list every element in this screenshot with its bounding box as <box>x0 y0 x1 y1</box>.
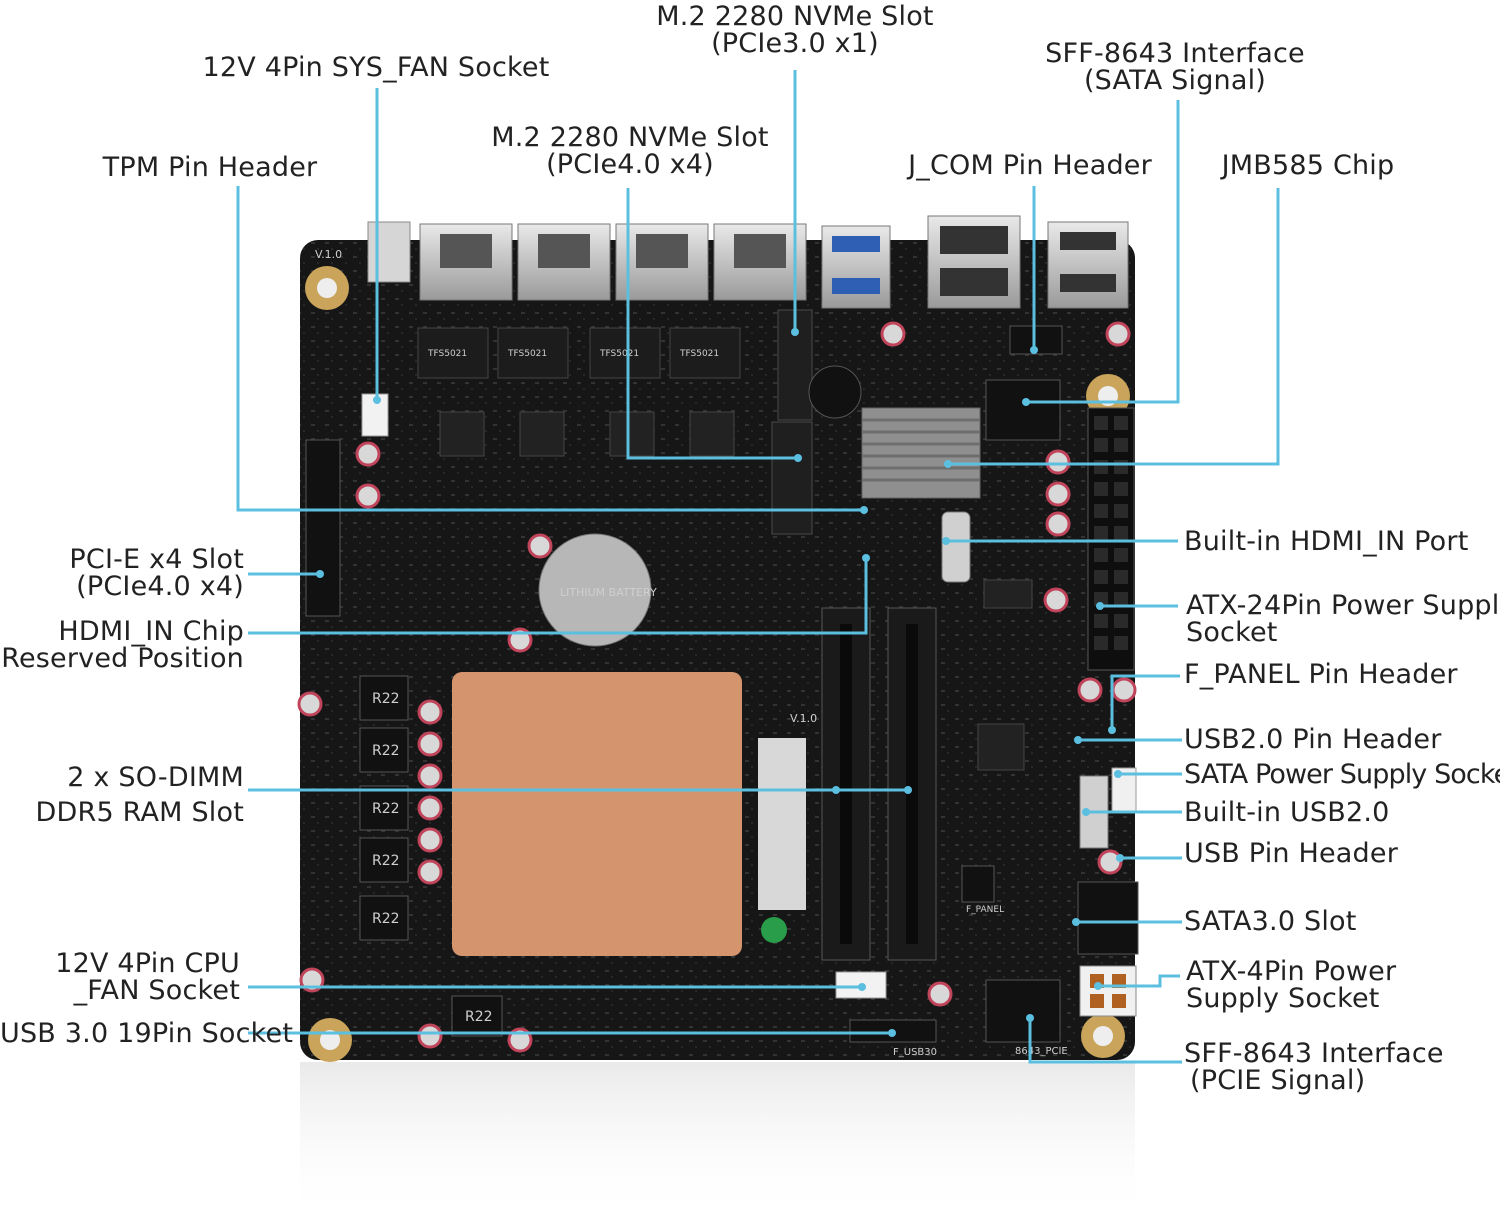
m2-slot-pcie4 <box>771 421 813 535</box>
pcie-x4-slot <box>305 439 341 617</box>
label-m2-pcie3: M.2 2280 NVMe Slot(PCIe3.0 x1) <box>656 1 934 59</box>
buzzer <box>808 365 862 419</box>
atx4-connector <box>1079 965 1137 1017</box>
capacitors <box>297 321 1137 1053</box>
leader-jmb585 <box>948 188 1280 466</box>
leader-sff-pcie <box>1028 1018 1182 1064</box>
label-usb3-socket: USB 3.0 19Pin Socket <box>0 1018 294 1049</box>
leader-endpoints <box>316 328 1124 1037</box>
label-cpu-fan: 12V 4Pin CPU_FAN Socket <box>55 948 240 1006</box>
leader-fpanel <box>1110 674 1180 730</box>
lan-chip-label: TFS5021 <box>427 349 467 359</box>
sff8643-sata-connector <box>985 379 1061 441</box>
jmb585-heatsink <box>861 407 981 499</box>
label-fpanel: F_PANEL Pin Header <box>1184 659 1458 690</box>
label-hdmi-port: Built-in HDMI_IN Port <box>1184 526 1469 557</box>
lan-transformers: TFS5021 TFS5021 TFS5021 TFS5021 <box>417 327 741 379</box>
label-sata3: SATA3.0 Slot <box>1184 906 1357 937</box>
audio-jack <box>367 221 411 283</box>
svg-text:F_PANEL: F_PANEL <box>966 905 1004 915</box>
leader-tpm <box>236 186 864 512</box>
svg-text:R22: R22 <box>372 911 400 927</box>
vrm-inductors: R22 R22 R22 R22 R22 R22 <box>359 675 503 1037</box>
label-jcom: J_COM Pin Header <box>908 150 1152 181</box>
svg-text:V.1.0: V.1.0 <box>790 712 817 725</box>
svg-text:R22: R22 <box>372 853 400 869</box>
label-jmb585: JMB585 Chip <box>1221 150 1395 181</box>
leader-hdmi-chip <box>248 558 868 635</box>
rj45-ports <box>419 223 807 301</box>
svg-text:8643_PCIE: 8643_PCIE <box>1015 1046 1068 1057</box>
svg-text:R22: R22 <box>372 691 400 707</box>
svg-text:LITHIUM BATTERY: LITHIUM BATTERY <box>560 586 657 599</box>
board-reflection <box>300 1062 1135 1222</box>
leader-sff-sata <box>1026 100 1180 404</box>
fpanel-pins <box>961 865 995 903</box>
cpu-heatspreader <box>452 672 742 956</box>
jcom-pins <box>1009 325 1063 355</box>
label-pcie-slot: PCI-E x4 Slot(PCIe4.0 x4) <box>69 544 244 602</box>
svg-text:R22: R22 <box>372 743 400 759</box>
sticker <box>758 738 806 910</box>
svg-text:TFS5021: TFS5021 <box>679 349 719 359</box>
label-m2-pcie4: M.2 2280 NVMe Slot(PCIe4.0 x4) <box>491 122 769 180</box>
svg-text:R22: R22 <box>465 1009 493 1025</box>
label-sata-power: SATA Power Supply Socket <box>1184 759 1500 790</box>
leader-m2-pcie4 <box>626 188 798 460</box>
svg-text:F_USB30: F_USB30 <box>893 1047 937 1058</box>
label-sff-sata: SFF-8643 Interface(SATA Signal) <box>1045 38 1305 96</box>
sff8643-pcie-connector <box>985 979 1061 1043</box>
hdmi-in-port <box>941 511 971 583</box>
svg-text:R22: R22 <box>372 801 400 817</box>
svg-text:TFS5021: TFS5021 <box>507 349 547 359</box>
svg-text:TFS5021: TFS5021 <box>599 349 639 359</box>
label-tpm: TPM Pin Header <box>102 152 318 183</box>
sata3-slot <box>1077 881 1139 955</box>
label-usb-header: USB Pin Header <box>1184 838 1399 869</box>
board-version: V.1.0 <box>315 248 342 261</box>
label-sys-fan: 12V 4Pin SYS_FAN Socket <box>202 52 550 83</box>
cmos-battery <box>538 533 652 647</box>
label-sff-pcie: SFF-8643 Interface(PCIE Signal) <box>1184 1038 1444 1096</box>
leader-atx4 <box>1098 974 1180 988</box>
label-usb2-header: USB2.0 Pin Header <box>1184 724 1442 755</box>
label-usb2-builtin: Built-in USB2.0 <box>1184 797 1390 828</box>
